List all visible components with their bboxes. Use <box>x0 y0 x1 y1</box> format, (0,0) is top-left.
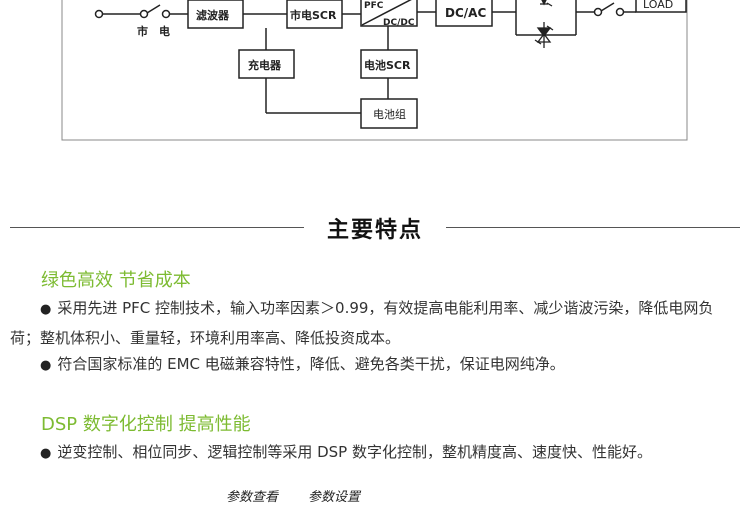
mains-switch-icon <box>146 4 161 14</box>
mains-scr-label: 市电SCR <box>290 8 337 22</box>
charger-label: 充电器 <box>248 58 282 72</box>
feature-bullet: ● 符合国家标准的 EMC 电磁兼容特性，降低、避免各类干扰，保证电网纯净。 <box>10 350 735 380</box>
feature-title-green-efficient: 绿色高效 节省成本 <box>41 270 191 291</box>
dcdc-label: DC/DC <box>383 18 415 28</box>
heading-divider-right <box>446 227 740 228</box>
bullet-text: 采用先进 PFC 控制技术，输入功率因素＞0.99，有效提高电能利用率、减少谐波… <box>10 299 714 347</box>
battery-scr-label: 电池SCR <box>364 58 411 72</box>
bullet-text: 逆变控制、相位同步、逻辑控制等采用 DSP 数字化控制，整机精度高、速度快、性能… <box>57 443 653 461</box>
bottom-tabs: 参数查看 参数设置 <box>226 486 390 505</box>
battery-pack-box <box>360 98 418 129</box>
bullet-icon: ● <box>40 302 52 317</box>
load-box <box>635 0 687 13</box>
load-label: LOAD <box>643 0 673 11</box>
mains-label: 市 电 <box>137 24 170 38</box>
thyristor-top-icon <box>540 0 553 7</box>
filter-label: 滤波器 <box>196 8 230 22</box>
thyristor-bottom-icon <box>534 22 554 48</box>
section-title: 主要特点 <box>326 218 423 243</box>
battery-pack-label: 电池组 <box>373 107 406 121</box>
bullet-icon: ● <box>40 358 52 373</box>
diagram-frame <box>61 0 688 141</box>
dcac-label: DC/AC <box>445 6 486 20</box>
tab-set-params[interactable]: 参数设置 <box>308 490 361 505</box>
feature-bullet: ●采用先进 PFC 控制技术，输入功率因素＞0.99，有效提高电能利用率、减少谐… <box>10 294 735 352</box>
feature-title-dsp-control: DSP 数字化控制 提高性能 <box>41 414 251 435</box>
bullet-text: 符合国家标准的 EMC 电磁兼容特性，降低、避免各类干扰，保证电网纯净。 <box>57 355 565 373</box>
pfc-label: PFC <box>364 1 384 11</box>
bullet-icon: ● <box>40 446 52 461</box>
output-switch-icon <box>600 2 615 12</box>
feature-bullet: ● 逆变控制、相位同步、逻辑控制等采用 DSP 数字化控制，整机精度高、速度快、性… <box>10 438 735 468</box>
heading-divider-left <box>10 227 304 228</box>
battery-scr-box <box>360 49 418 79</box>
mains-switch-contact-icon <box>139 9 149 19</box>
input-terminal-icon <box>94 9 104 19</box>
dcac-box <box>435 0 493 27</box>
ups-block-diagram: 市 电 滤波器 市电SCR PFC DC/DC DC/AC LOAD 充电器 电… <box>61 0 688 141</box>
tab-view-params[interactable]: 参数查看 <box>226 490 279 505</box>
pfc-dcdc-box <box>360 0 418 27</box>
